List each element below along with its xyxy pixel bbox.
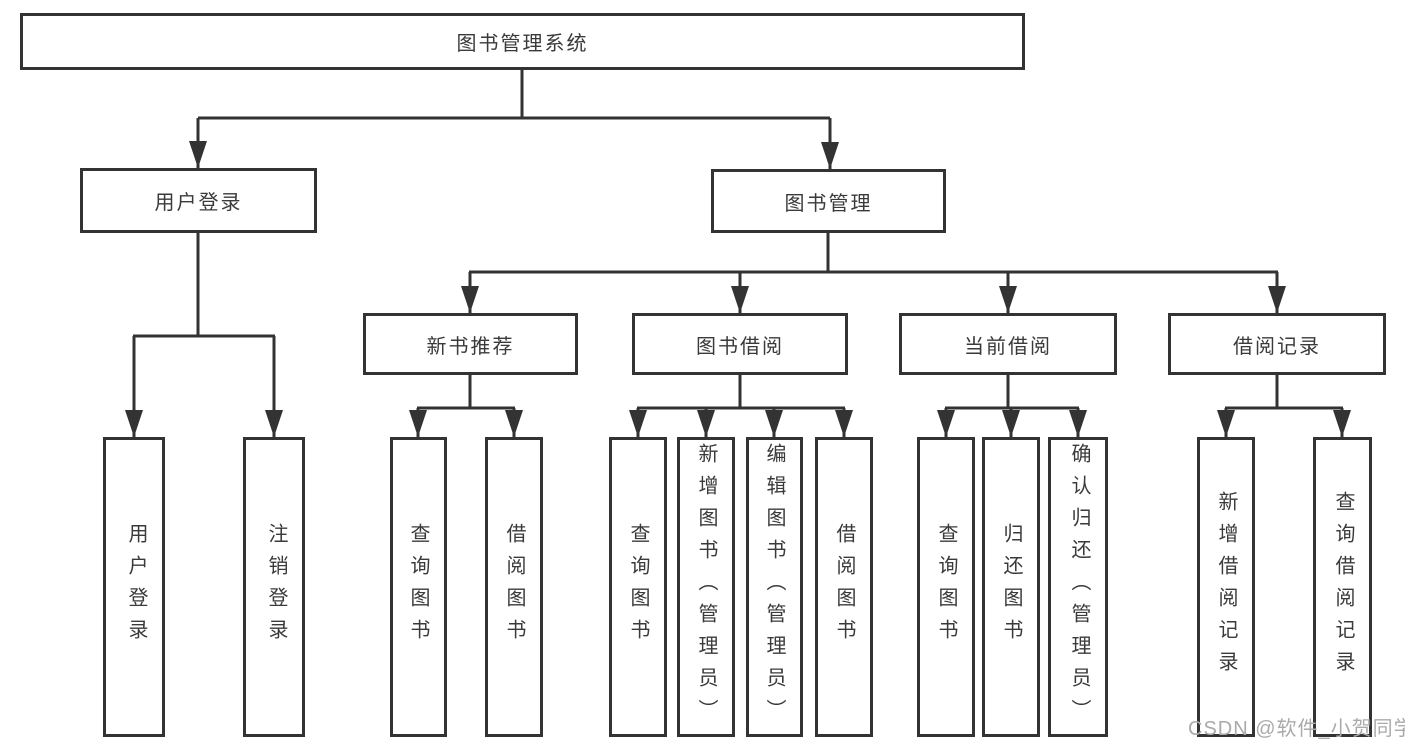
leaf-user-login: 用户登录 <box>103 437 165 737</box>
node-borrowing-records: 借阅记录 <box>1168 313 1386 375</box>
leaf-logout: 注销登录 <box>243 437 305 737</box>
arrowheads <box>125 141 1351 437</box>
arrowhead-icon <box>125 410 143 437</box>
leaf-bb-edit-books-admin: 编辑图书（管理员） <box>746 437 803 737</box>
leaf-cb-confirm-return-admin: 确认归还（管理员） <box>1048 437 1108 737</box>
leaf-br-query-record: 查询借阅记录 <box>1313 437 1372 737</box>
leaf-cb-query-books: 查询图书 <box>917 437 975 737</box>
leaf-bb-borrow-books: 借阅图书 <box>815 437 873 737</box>
arrowhead-icon <box>1333 410 1351 437</box>
arrowhead-icon <box>731 286 749 313</box>
arrowhead-icon <box>1002 410 1020 437</box>
arrowhead-icon <box>835 410 853 437</box>
leaf-bb-query-books: 查询图书 <box>609 437 667 737</box>
arrowhead-icon <box>697 410 715 437</box>
arrowhead-icon <box>629 410 647 437</box>
node-book-borrowing: 图书借阅 <box>632 313 848 375</box>
leaf-nb-borrow-books: 借阅图书 <box>485 437 543 737</box>
arrowhead-icon <box>1268 286 1286 313</box>
node-root-system: 图书管理系统 <box>20 13 1025 70</box>
leaf-nb-query-books: 查询图书 <box>390 437 447 737</box>
leaf-bb-add-books-admin: 新增图书（管理员） <box>677 437 735 737</box>
node-user-login: 用户登录 <box>80 168 317 233</box>
arrowhead-icon <box>999 286 1017 313</box>
leaf-cb-return-books: 归还图书 <box>982 437 1040 737</box>
csdn-watermark: CSDN @软件_小贺同学 <box>1188 718 1405 740</box>
arrowhead-icon <box>265 410 283 437</box>
node-current-borrowing: 当前借阅 <box>899 313 1117 375</box>
leaf-br-add-record: 新增借阅记录 <box>1197 437 1255 737</box>
arrowhead-icon <box>505 410 523 437</box>
node-book-management: 图书管理 <box>711 169 946 233</box>
arrowhead-icon <box>1217 410 1235 437</box>
arrowhead-icon <box>461 286 479 313</box>
arrowhead-icon <box>937 410 955 437</box>
arrowhead-icon <box>189 141 207 168</box>
arrowhead-icon <box>821 142 839 169</box>
arrowhead-icon <box>409 410 427 437</box>
arrowhead-icon <box>1069 410 1087 437</box>
arrowhead-icon <box>765 410 783 437</box>
node-new-book-recommend: 新书推荐 <box>363 313 578 375</box>
